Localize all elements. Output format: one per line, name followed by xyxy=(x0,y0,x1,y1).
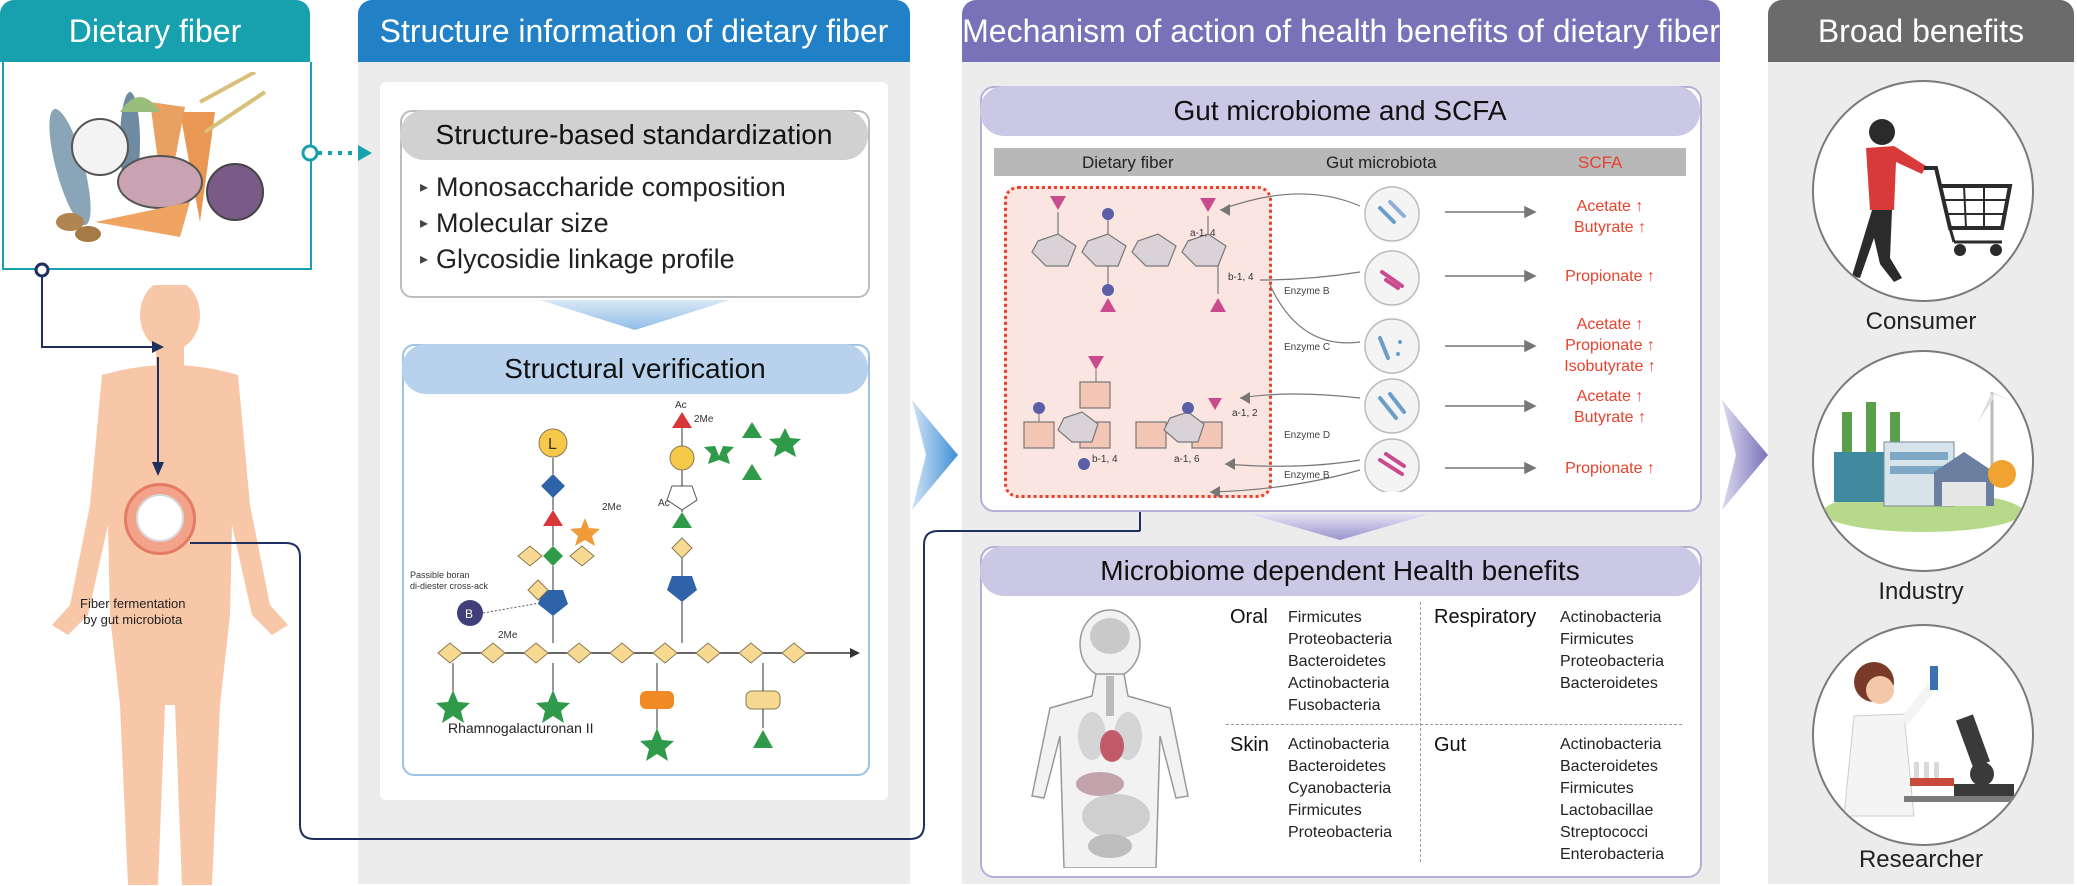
linkage-b14-top: b-1, 4 xyxy=(1228,272,1254,283)
researcher-label: Researcher xyxy=(1858,846,1984,873)
gut-microbes: Actinobacteria Bacteroidetes Firmicutes … xyxy=(1560,736,1665,863)
fiber-to-body-connector xyxy=(34,262,164,476)
verification-box xyxy=(402,344,870,776)
scfa-output-2: Propionate ↑ xyxy=(1565,268,1655,285)
fiber-polysaccharides xyxy=(1023,196,1227,470)
boron-symbol: B xyxy=(465,607,473,621)
down-arrow-purple xyxy=(1250,514,1430,540)
linkage-a12: a-1, 2 xyxy=(1232,408,1258,419)
verification-title: Structural verification xyxy=(402,344,868,394)
column-dietary-fiber: Dietary fiber xyxy=(1082,153,1174,172)
enzyme-label-4: Enzyme B xyxy=(1284,470,1330,481)
gut-scfa-title: Gut microbiome and SCFA xyxy=(980,86,1700,136)
dietary-fiber-header: Dietary fiber xyxy=(0,0,310,62)
health-divider-vertical xyxy=(1420,602,1421,862)
microbe-icons xyxy=(1364,186,1420,492)
scfa-output-4: Acetate ↑ Butyrate ↑ xyxy=(1573,388,1647,426)
arrow-mechanism-to-broad xyxy=(1722,400,1768,510)
enzyme-label-1: Enzyme B xyxy=(1284,286,1330,297)
linkage-a14: a-1, 4 xyxy=(1190,228,1216,239)
scientist-microscope xyxy=(1843,662,2014,817)
linkage-a16: a-1, 6 xyxy=(1174,454,1200,465)
skin-microbes: Actinobacteria Bacteroidetes Cyanobacter… xyxy=(1288,736,1393,841)
site-skin: Skin xyxy=(1230,734,1269,756)
dietary-fiber-title: Dietary fiber xyxy=(68,12,242,49)
standardization-item-molecular-size: Molecular size xyxy=(420,208,609,239)
enzyme-arrows xyxy=(1209,193,1361,498)
linkage-b14-bottom: b-1, 4 xyxy=(1092,454,1118,465)
consumer-label: Consumer xyxy=(1865,308,1977,335)
enzyme-label-2: Enzyme C xyxy=(1284,342,1331,353)
fiber-to-structure-arrow xyxy=(301,144,372,162)
fermentation-label: Fiber fermentation by gut microbiota xyxy=(80,596,186,627)
site-gut: Gut xyxy=(1434,734,1467,756)
health-divider-horizontal xyxy=(1226,724,1682,725)
down-arrow-blue xyxy=(540,300,730,330)
gut-scfa-column-bar xyxy=(994,148,1686,176)
gut-microbiota-circle xyxy=(136,494,184,542)
scfa-output-3: Acetate ↑ Propionate ↑ Isobutyrate ↑ xyxy=(1564,316,1656,375)
ac-label-b: Ac xyxy=(675,400,687,411)
human-body xyxy=(52,285,288,885)
factory xyxy=(1823,392,2023,532)
structure-header: Structure information of dietary fiber xyxy=(358,0,910,62)
scfa-output-1: Acetate ↑ Butyrate ↑ xyxy=(1573,198,1647,236)
structure-title: Structure information of dietary fiber xyxy=(379,12,889,49)
l-label: L xyxy=(548,436,557,453)
human-anatomy xyxy=(1031,609,1189,868)
health-benefits-title: Microbiome dependent Health benefits xyxy=(980,546,1700,596)
standardization-title: Structure-based standardization xyxy=(400,110,868,160)
ac-label-a: Ac xyxy=(658,498,670,509)
arrow-structure-to-mechanism xyxy=(912,400,958,510)
twome-label-a: 2Me xyxy=(602,502,622,513)
mechanism-header: Mechanism of action of health benefits o… xyxy=(962,0,1720,62)
standardization-item-monosaccharide: Monosaccharide composition xyxy=(420,172,786,203)
site-respiratory: Respiratory xyxy=(1434,606,1537,628)
oral-microbes: Firmicutes Proteobacteria Bacteroidetes … xyxy=(1288,609,1393,714)
respiratory-microbes: Actinobacteria Firmicutes Proteobacteria… xyxy=(1560,609,1665,692)
twome-label-c: 2Me xyxy=(694,414,714,425)
standardization-item-glycosidic: Glycosidie linkage profile xyxy=(420,244,735,275)
molecule-name: Rhamnogalacturonan II xyxy=(448,720,594,736)
industry-label: Industry xyxy=(1878,578,1964,605)
consumer-circle xyxy=(1812,80,2034,302)
scfa-output-5: Propionate ↑ xyxy=(1565,460,1655,477)
enzyme-label-3: Enzyme D xyxy=(1284,430,1331,441)
site-oral: Oral xyxy=(1230,606,1268,628)
scfa-output-arrows xyxy=(1445,205,1537,475)
shopping-cart-person xyxy=(1852,119,2013,282)
broad-title: Broad benefits xyxy=(1817,12,2025,49)
mechanism-title: Mechanism of action of health benefits o… xyxy=(962,12,1720,49)
column-gut-microbiota: Gut microbiota xyxy=(1326,153,1437,172)
broad-header: Broad benefits xyxy=(1768,0,2074,62)
vegetables-illustration xyxy=(49,72,267,242)
industry-circle xyxy=(1812,350,2034,572)
twome-label-b: 2Me xyxy=(498,630,518,641)
researcher-circle xyxy=(1812,624,2034,846)
column-scfa: SCFA xyxy=(1578,153,1623,172)
